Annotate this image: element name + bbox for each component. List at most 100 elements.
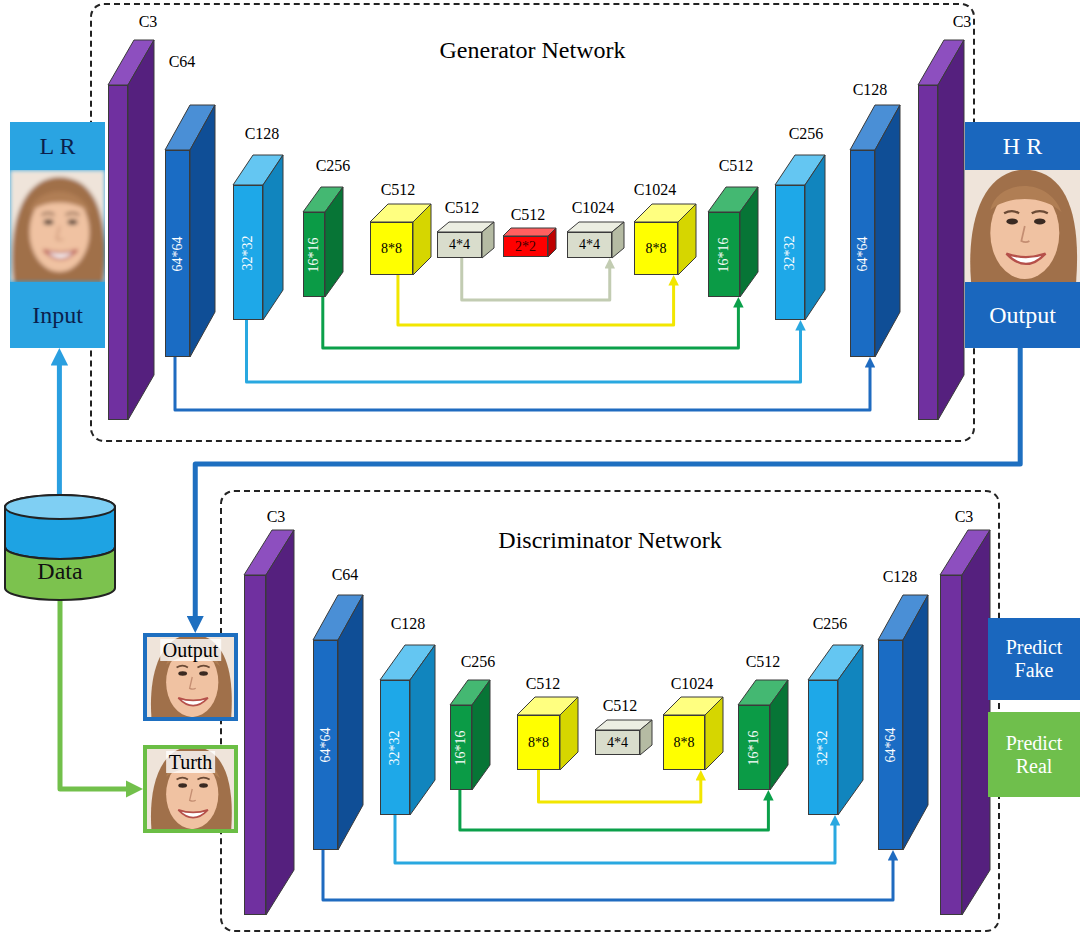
prediction-label: Predict Real <box>992 732 1076 778</box>
image-panel: Output <box>143 633 238 721</box>
image-panel: Turth <box>143 745 238 833</box>
block-side <box>962 530 990 915</box>
channel-label: C512 <box>445 199 480 217</box>
layer-block: C5128*8 <box>370 222 413 275</box>
layer-block: C51216*16 <box>708 212 740 297</box>
skip-connector <box>395 815 835 863</box>
channel-label: C256 <box>789 125 824 143</box>
network-frame: C3C6464*64C12832*32C25616*16C5128*8C5124… <box>90 3 975 442</box>
block-faces <box>940 575 941 576</box>
skip-connector <box>460 790 769 830</box>
block-faces <box>595 730 596 731</box>
block-faces <box>775 185 776 186</box>
layer-block: C10244*4 <box>567 232 612 258</box>
block-faces <box>634 222 635 223</box>
layer-block: C6464*64 <box>313 640 338 850</box>
database-cylinder: Data <box>3 495 117 600</box>
layer-block: C12832*32 <box>233 185 263 320</box>
block-side <box>413 204 431 275</box>
block-side <box>640 720 652 755</box>
prediction-label: Predict Fake <box>992 636 1076 682</box>
block-faces <box>437 232 438 233</box>
data-label: Data <box>37 557 82 583</box>
block-top <box>503 228 556 236</box>
channel-label: C64 <box>169 53 196 71</box>
channel-label: C1024 <box>671 675 714 693</box>
size-label: 8*8 <box>381 241 402 256</box>
block-side <box>770 680 788 790</box>
size-label: 64*64 <box>855 236 870 271</box>
layer-block: C25632*32 <box>775 185 805 320</box>
face-image <box>10 170 105 282</box>
layer-block: C12832*32 <box>380 680 410 815</box>
resolution-label: L R <box>40 133 76 159</box>
input-panel: L RInput <box>10 122 105 348</box>
block-faces <box>503 236 504 237</box>
face-image <box>147 637 234 717</box>
channel-label: C256 <box>461 653 496 671</box>
block-side <box>875 105 900 357</box>
prediction-box: Predict Fake <box>988 618 1080 700</box>
block-side <box>838 645 863 815</box>
face-image <box>147 749 234 829</box>
network-title: Discriminator Network <box>498 527 721 553</box>
block-faces <box>165 150 166 151</box>
channel-slab: C3 <box>918 85 938 420</box>
block-side <box>263 155 283 320</box>
skip-connector <box>247 320 801 382</box>
block-side <box>325 187 343 297</box>
block-faces <box>108 85 109 86</box>
block-side <box>938 40 964 420</box>
layer-block: C10248*8 <box>663 715 705 770</box>
block-faces <box>708 212 709 213</box>
size-label: 8*8 <box>674 735 695 750</box>
channel-label: C128 <box>391 615 426 633</box>
block-faces <box>244 575 245 576</box>
channel-label: C512 <box>381 181 416 199</box>
block-faces <box>380 680 381 681</box>
layer-block: C12864*64 <box>878 640 903 850</box>
channel-label: C512 <box>719 157 754 175</box>
block-faces <box>850 150 851 151</box>
block-faces <box>663 715 664 716</box>
block-faces <box>878 640 879 641</box>
size-label: 4*4 <box>607 735 628 750</box>
layer-block: C25632*32 <box>808 680 838 815</box>
block-side <box>472 680 490 790</box>
output-panel: H R Output <box>965 122 1080 348</box>
layer-block: C5122*2 <box>503 236 548 257</box>
channel-label: C128 <box>245 125 280 143</box>
block-side <box>190 105 215 357</box>
image-label: Turth <box>166 751 216 773</box>
channel-label: C128 <box>853 81 888 99</box>
block-faces <box>738 705 739 706</box>
cylinder-upper <box>5 495 115 559</box>
skip-connector <box>462 258 610 300</box>
channel-label: C3 <box>139 13 158 31</box>
layer-block: C12864*64 <box>850 150 875 357</box>
layer-block: C5128*8 <box>517 715 560 770</box>
block-side <box>560 697 578 770</box>
channel-label: C64 <box>332 566 359 584</box>
size-label: 8*8 <box>646 241 667 256</box>
block-side <box>128 40 154 420</box>
block-side <box>678 204 696 275</box>
resolution-label: H R <box>1003 133 1042 159</box>
size-label: 16*16 <box>306 237 321 272</box>
role-label: Output <box>989 302 1056 328</box>
channel-label: C256 <box>813 615 848 633</box>
skip-connector <box>539 770 701 802</box>
face-image <box>965 170 1080 282</box>
layer-block: C25616*16 <box>303 212 325 297</box>
size-label: 16*16 <box>716 237 731 272</box>
cylinder-outline <box>3 495 117 600</box>
channel-slab: C3 <box>940 575 962 915</box>
size-label: 2*2 <box>515 239 536 254</box>
size-label: 32*32 <box>387 730 402 765</box>
skip-connector <box>57 359 62 496</box>
block-side <box>482 222 494 258</box>
cylinder-top <box>5 495 115 519</box>
layer-block: C10248*8 <box>634 222 678 275</box>
size-label: 64*64 <box>318 728 333 763</box>
